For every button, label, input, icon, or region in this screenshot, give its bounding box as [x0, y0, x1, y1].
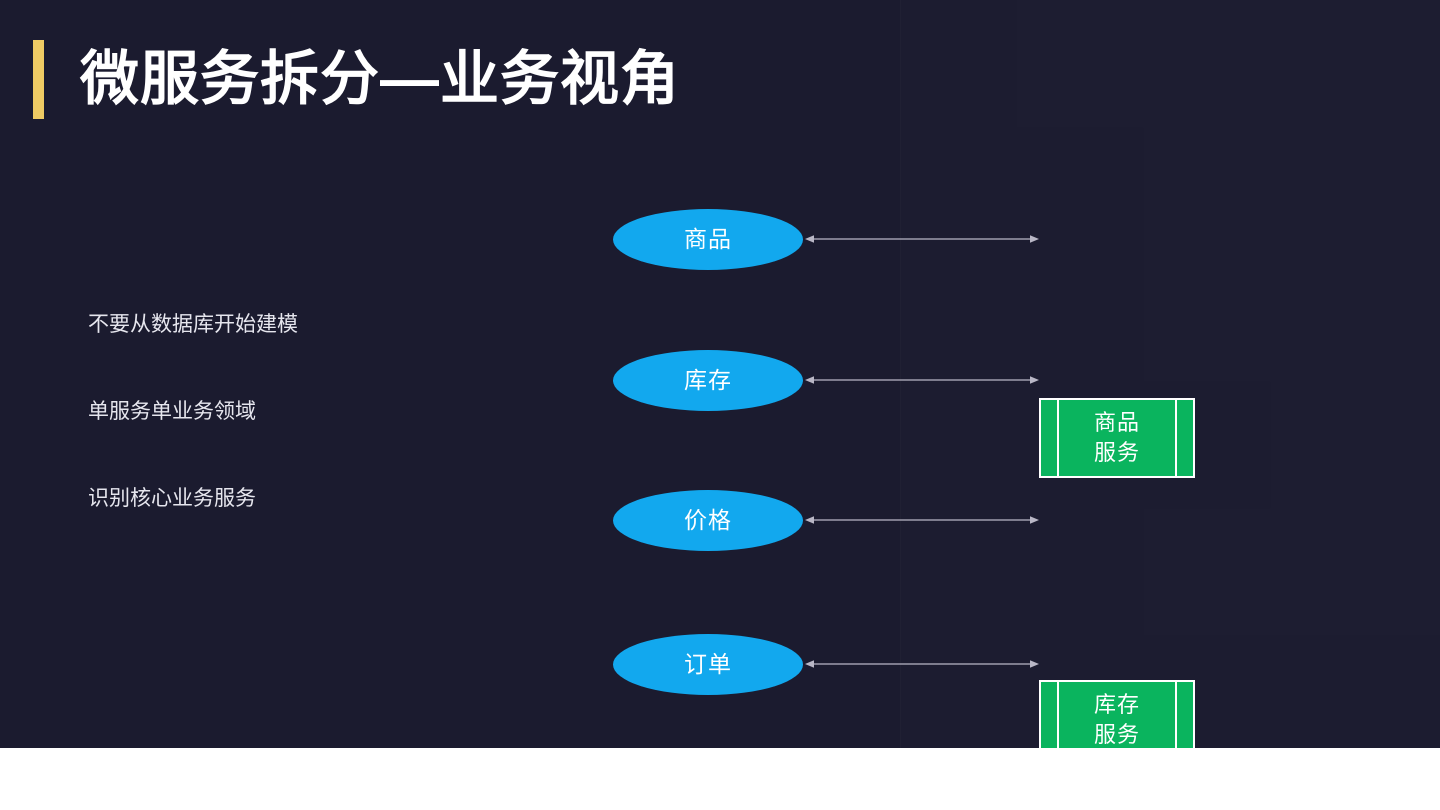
bidirectional-arrow-icon [805, 516, 1039, 524]
service-box[interactable]: 商品 服务 [1039, 398, 1195, 478]
diagram-row: 订单 订单 服务 [0, 624, 1440, 704]
domain-label: 商品 [684, 226, 732, 252]
bullet-item: 识别核心业务服务 [88, 487, 256, 510]
service-label-line1: 商品 [1093, 410, 1140, 435]
service-label-line1: 库存 [1093, 692, 1140, 717]
diagram-row: 库存 库存 服务 [0, 340, 1440, 748]
domain-label: 订单 [684, 651, 732, 677]
service-label-line2: 服务 [1093, 440, 1140, 465]
page-title: 微服务拆分—业务视角 [80, 46, 681, 112]
domain-ellipse[interactable]: 订单 [613, 634, 803, 695]
bullet-item: 单服务单业务领域 [88, 400, 256, 423]
service-decomposition-diagram: 商品 商品 服务 库存 [0, 199, 1440, 748]
diagram-row: 价格 价格 服务 [0, 480, 1440, 560]
bullet-item: 不要从数据库开始建模 [88, 313, 298, 336]
bidirectional-arrow-icon [805, 235, 1039, 243]
bidirectional-arrow-icon [805, 660, 1039, 668]
slide-canvas: 微服务拆分—业务视角 不要从数据库开始建模 单服务单业务领域 识别核心业务服务 … [0, 0, 1440, 748]
domain-ellipse[interactable]: 价格 [613, 490, 803, 551]
domain-label: 库存 [684, 367, 732, 393]
bullet-list: 不要从数据库开始建模 单服务单业务领域 识别核心业务服务 [88, 310, 508, 514]
domain-ellipse[interactable]: 库存 [613, 350, 803, 411]
service-label: 库存 服务 [1094, 690, 1140, 748]
bidirectional-arrow-icon [805, 376, 1039, 384]
domain-ellipse[interactable]: 商品 [613, 209, 803, 270]
diagram-row: 商品 商品 服务 [0, 199, 1440, 478]
service-box[interactable]: 库存 服务 [1039, 680, 1195, 748]
slide-footer: ArchSummit 全球架构师峰会 57 Geek<bang>. 极客邦科技 … [0, 748, 1440, 810]
service-label-line2: 服务 [1093, 722, 1140, 747]
domain-label: 价格 [684, 507, 732, 533]
title-accent-bar [33, 40, 44, 119]
service-label: 商品 服务 [1094, 408, 1140, 468]
